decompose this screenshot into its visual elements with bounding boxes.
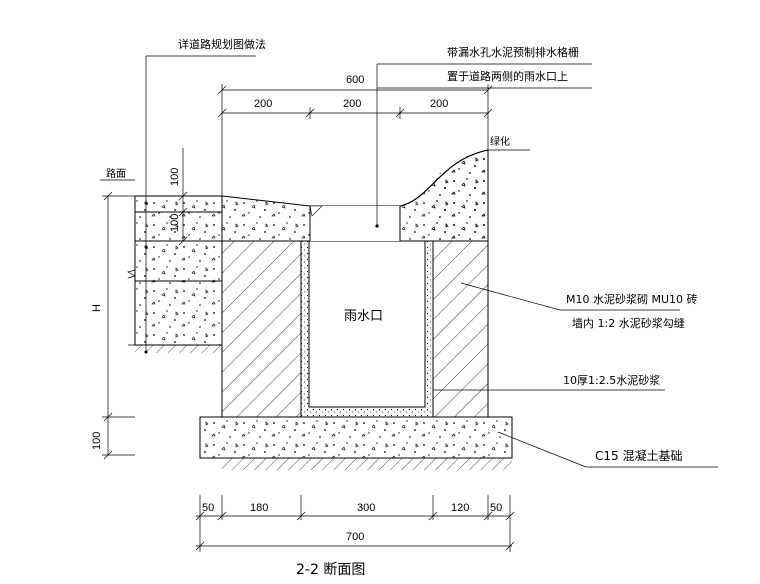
dim-bot-300: 300 — [357, 502, 375, 514]
dim-bot-50a: 50 — [202, 502, 214, 514]
dim-left-H: H — [91, 304, 103, 312]
top-dimensions: 600 200 200 200 — [217, 74, 493, 196]
dim-left-100b: 100 — [169, 214, 181, 232]
pavement-layers — [127, 195, 223, 353]
wall-leader: M10 水泥砂浆砌 MU10 砖 墙内 1:2 水泥砂浆勾缝 — [460, 282, 698, 330]
section-title: 2-2 断面图 — [296, 562, 365, 578]
dim-bot-180: 180 — [250, 502, 268, 514]
dim-top-total: 600 — [346, 74, 364, 86]
section-title-text: 2-2 断面图 — [296, 562, 365, 578]
dim-left-100a: 100 — [169, 168, 181, 186]
grate-label-line2: 置于道路两侧的雨水口上 — [447, 69, 568, 83]
dim-bot-total: 700 — [346, 531, 364, 543]
pavement-label: 路面 — [106, 167, 126, 180]
inlet-chamber — [308, 240, 426, 408]
inlet-label: 雨水口 — [344, 309, 383, 324]
foundation-leader: C15 混凝土基础 — [497, 431, 718, 468]
greening-label: 绿化 — [490, 135, 510, 148]
dim-bot-50b: 50 — [490, 502, 502, 514]
dim-bot-120: 120 — [451, 502, 469, 514]
concrete-foundation — [199, 416, 513, 459]
dim-top-b: 200 — [343, 98, 361, 110]
wall-label-line2: 墙内 1:2 水泥砂浆勾缝 — [572, 316, 685, 330]
grate-leader: 带漏水孔水泥预制排水格栅 置于道路两侧的雨水口上 — [375, 45, 592, 228]
surface-layer — [221, 149, 489, 242]
bottom-dimensions: 50 180 300 120 50 700 — [195, 495, 515, 552]
wall-label-line1: M10 水泥砂浆砌 MU10 砖 — [566, 292, 698, 306]
left-dimensions: 100 100 H 100 — [91, 148, 188, 460]
road-plan-leader: 详道路规划图做法 — [144, 37, 266, 354]
plaster-leader: 10厚1:2.5水泥砂浆 — [433, 373, 665, 391]
foundation-label: C15 混凝土基础 — [595, 448, 682, 463]
greening-mound — [399, 149, 530, 241]
brick-wall-left — [221, 240, 302, 418]
dim-top-a: 200 — [254, 98, 272, 110]
dim-left-100c: 100 — [91, 432, 103, 450]
grate-label-line1: 带漏水孔水泥预制排水格栅 — [447, 45, 579, 59]
brick-wall-right — [432, 240, 489, 418]
pavement-label-group: 路面 — [100, 167, 135, 181]
road-plan-label: 详道路规划图做法 — [178, 37, 266, 51]
ground-hatch — [222, 457, 512, 470]
plaster-label: 10厚1:2.5水泥砂浆 — [563, 373, 660, 387]
dim-top-c: 200 — [430, 98, 448, 110]
